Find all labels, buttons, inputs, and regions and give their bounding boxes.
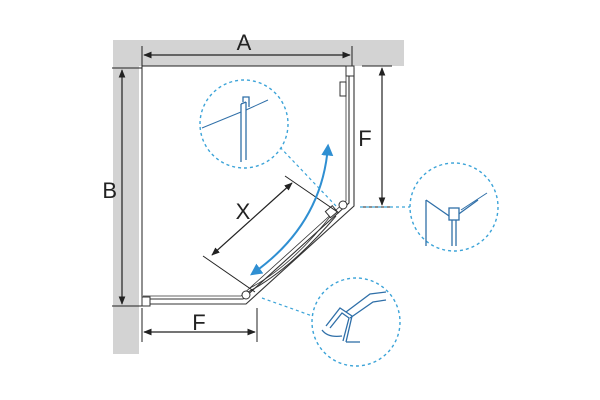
- glass-hinge-icon: [201, 96, 269, 162]
- wall-left: [113, 40, 139, 354]
- label-b: B: [102, 178, 117, 203]
- label-x: X: [236, 199, 251, 224]
- label-f-bottom: F: [192, 310, 205, 335]
- detail-corner: [409, 162, 499, 252]
- dimension-b: B: [102, 67, 142, 307]
- corner-profile-icon: [425, 192, 488, 246]
- label-f-right: F: [358, 126, 371, 151]
- room-outline: [141, 65, 352, 306]
- wall-top: [113, 40, 404, 66]
- bottom-seal-icon: [321, 291, 387, 343]
- walls: [113, 40, 404, 354]
- label-a: A: [237, 30, 252, 55]
- dimension-a: A: [141, 30, 353, 72]
- detail-hinge: [199, 79, 289, 169]
- dimension-f-bottom: F: [141, 308, 258, 342]
- door-swing-arrow: [250, 143, 334, 276]
- detail-seal: [311, 277, 401, 367]
- dimension-f-right: F: [358, 65, 392, 208]
- leader-lines: [261, 142, 411, 319]
